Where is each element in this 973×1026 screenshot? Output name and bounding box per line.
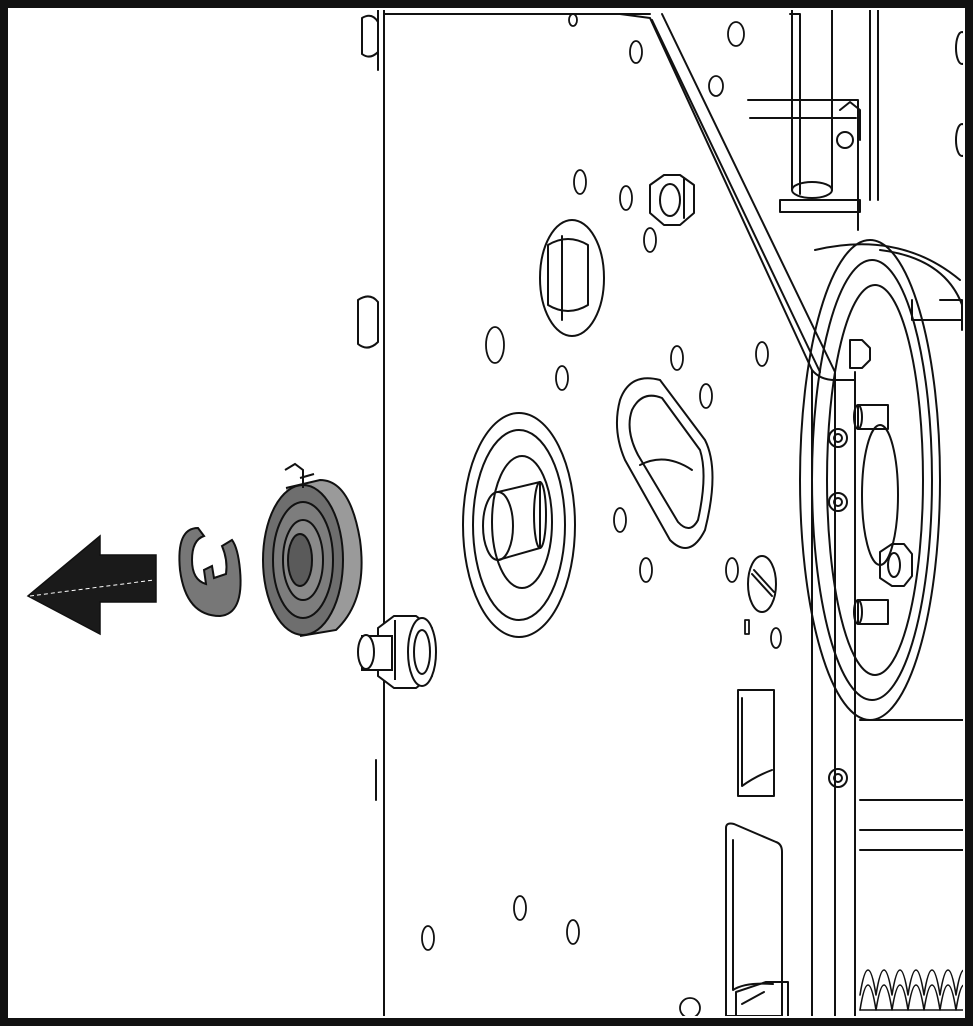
side-plate (383, 13, 856, 1016)
hex-bolt-top (649, 174, 695, 226)
plate-cutout-lower (725, 822, 783, 1016)
spring (859, 969, 963, 1011)
drum (799, 239, 963, 851)
bearing (262, 462, 363, 637)
back-plate (357, 10, 385, 1016)
slotted-hole (615, 377, 714, 549)
e-clip (178, 526, 242, 618)
shaft-bolt (357, 615, 437, 689)
plate-cutout-upper (737, 689, 775, 797)
upper-bracket (747, 10, 963, 231)
vertical-rod (779, 10, 861, 213)
upper-shaft-hole (539, 219, 605, 337)
slotted-screw (747, 555, 777, 613)
lower-bracket (735, 981, 789, 1016)
plate-holes (421, 13, 782, 1016)
drum-studs (849, 339, 913, 625)
edge-rivets (828, 428, 848, 788)
shaft-boss (462, 412, 576, 638)
removal-arrow (26, 534, 157, 636)
